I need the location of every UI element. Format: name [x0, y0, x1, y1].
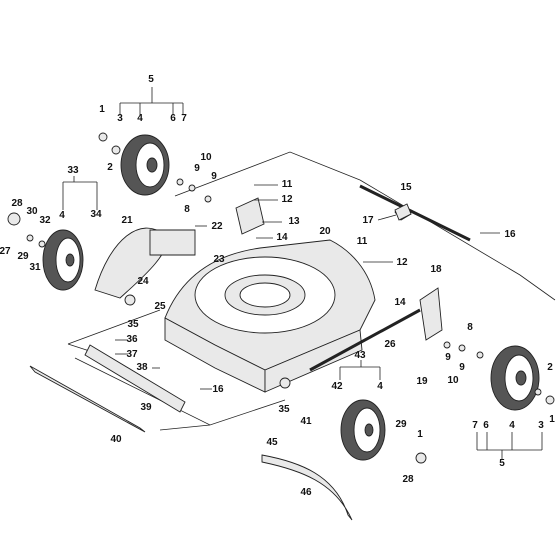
leader-lines	[62, 87, 543, 460]
part-label-p4d: 4	[509, 420, 515, 431]
part-label-p9b: 9	[211, 171, 217, 182]
part-label-p19: 19	[416, 376, 428, 387]
part-label-p10a: 10	[200, 152, 212, 163]
part-label-p7a: 7	[181, 113, 187, 124]
part-label-p46: 46	[300, 487, 312, 498]
grass-deflector	[261, 454, 353, 521]
part-label-p26: 26	[384, 339, 396, 350]
part-label-p1b: 1	[549, 414, 555, 425]
part-label-p16a: 16	[504, 229, 516, 240]
wheel-rear-right	[490, 345, 540, 411]
part-label-p22: 22	[211, 221, 223, 232]
part-label-p38: 38	[136, 362, 148, 373]
part-label-p21: 21	[121, 215, 133, 226]
part-label-p8b: 8	[467, 322, 473, 333]
part-label-p41: 41	[300, 416, 312, 427]
part-label-p12b: 12	[396, 257, 408, 268]
part-label-p11a: 11	[282, 179, 293, 190]
part-label-p35b: 35	[278, 404, 290, 415]
part-label-p28a: 28	[11, 198, 23, 209]
part-label-p4c: 4	[377, 381, 383, 392]
part-label-p20: 20	[319, 226, 331, 237]
part-label-p27: 27	[0, 246, 11, 257]
part-label-p32: 32	[39, 215, 51, 226]
part-label-p34: 34	[90, 209, 102, 220]
part-label-p42: 42	[331, 381, 343, 392]
rear-handle-bar	[359, 184, 471, 242]
part-label-p14b: 14	[394, 297, 406, 308]
part-label-p43: 43	[354, 350, 366, 361]
part-label-p16b: 16	[212, 384, 224, 395]
mower-deck	[164, 239, 376, 393]
part-label-p3a: 3	[117, 113, 123, 124]
part-label-p6a: 6	[170, 113, 176, 124]
part-label-p35a: 35	[127, 319, 139, 330]
wheel-front-left	[42, 229, 84, 291]
handle-bracket	[419, 287, 443, 341]
hardware-pieces	[7, 132, 555, 464]
part-label-p37: 37	[126, 349, 138, 360]
part-label-p14a: 14	[276, 232, 288, 243]
part-label-p12a: 12	[281, 194, 293, 205]
wheel-front-right	[340, 399, 386, 461]
part-label-p4a: 4	[137, 113, 143, 124]
axle-arm	[84, 344, 186, 413]
part-label-p6b: 6	[483, 420, 489, 431]
part-label-p9c: 9	[445, 352, 451, 363]
front-axle	[29, 365, 146, 433]
part-label-p30: 30	[26, 206, 38, 217]
part-label-p2a: 2	[107, 162, 113, 173]
part-label-p24: 24	[137, 276, 149, 287]
part-label-p39: 39	[140, 402, 152, 413]
part-label-p17: 17	[362, 215, 374, 226]
belt-drive	[94, 227, 196, 299]
part-label-p23: 23	[213, 254, 225, 265]
part-label-p1c: 1	[417, 429, 423, 440]
part-label-p5a: 5	[148, 74, 154, 85]
part-label-p9d: 9	[459, 362, 465, 373]
part-label-p28b: 28	[402, 474, 414, 485]
part-label-p33: 33	[67, 165, 79, 176]
part-label-p10b: 10	[447, 375, 459, 386]
part-label-p40: 40	[110, 434, 122, 445]
part-label-p1a: 1	[99, 104, 105, 115]
part-label-p11b: 11	[357, 236, 368, 247]
part-label-p2b: 2	[547, 362, 553, 373]
part-label-p36: 36	[126, 334, 138, 345]
height-adjust-rod	[309, 308, 421, 372]
part-label-p7b: 7	[472, 420, 478, 431]
part-label-p29b: 29	[395, 419, 407, 430]
part-label-p3b: 3	[538, 420, 544, 431]
part-label-p25: 25	[154, 301, 166, 312]
wheel-rear-left	[120, 134, 170, 196]
part-label-p8a: 8	[184, 204, 190, 215]
part-label-p13: 13	[288, 216, 300, 227]
part-label-p29a: 29	[17, 251, 29, 262]
part-label-p31: 31	[29, 262, 41, 273]
part-label-p4b: 4	[59, 210, 65, 221]
part-label-p5b: 5	[499, 458, 505, 469]
part-label-p45: 45	[266, 437, 278, 448]
part-label-p9a: 9	[194, 163, 200, 174]
part-label-p15: 15	[400, 182, 412, 193]
part-label-p18: 18	[430, 264, 442, 275]
